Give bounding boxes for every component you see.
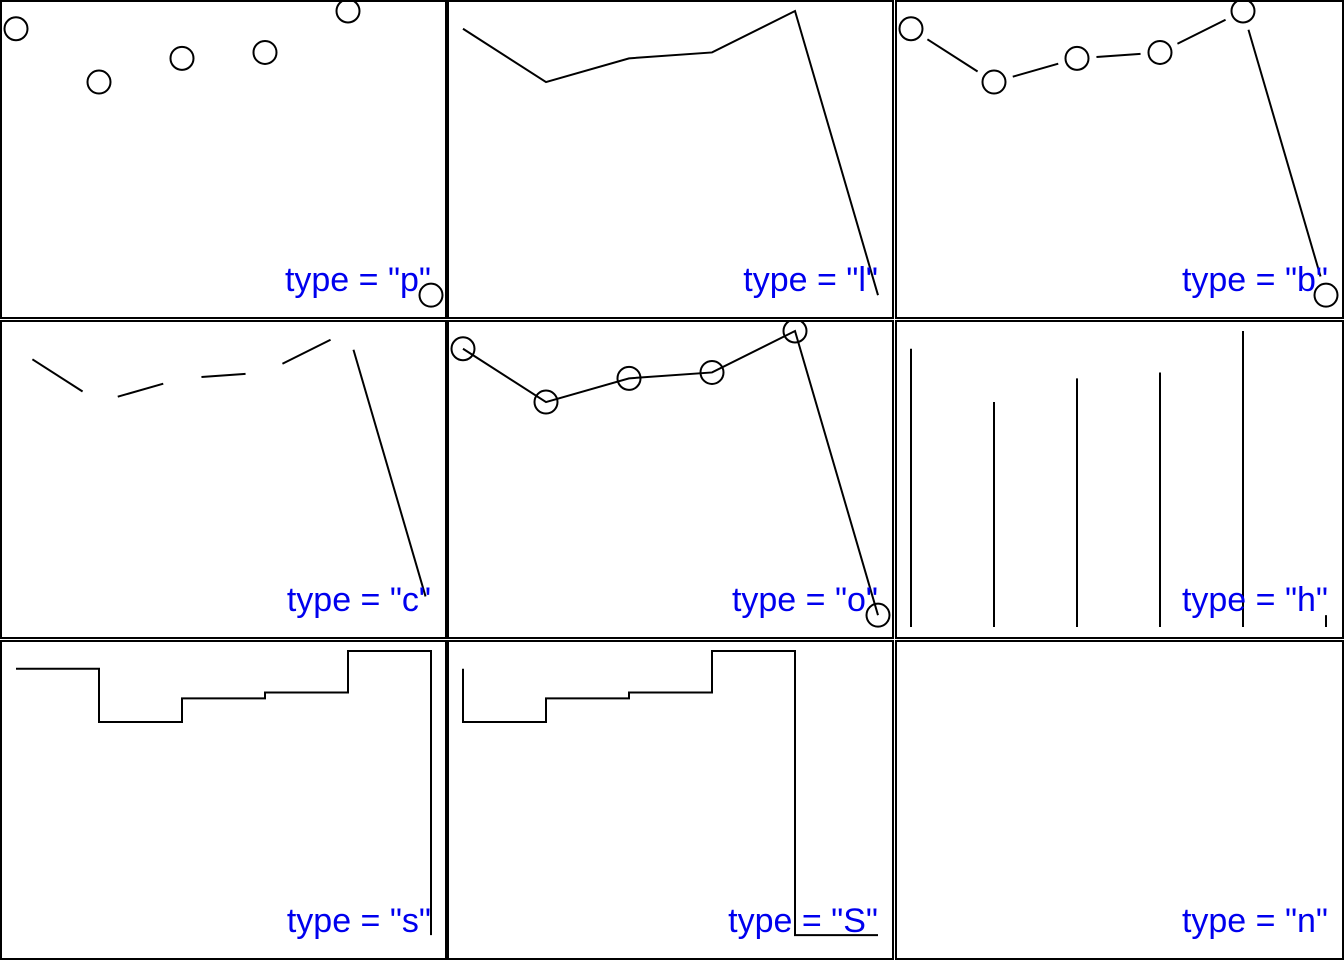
data-point [898,16,924,42]
line-segment [31,358,84,393]
line-segment [1247,29,1322,277]
line-segment [281,338,332,365]
type-label: type = "l" [743,261,878,299]
series-line [462,329,879,616]
data-point [1230,0,1256,24]
panel-type-o: type = "o" [447,320,894,639]
line-segment [926,38,979,73]
data-point [533,389,559,415]
data-point [169,45,195,71]
data-point [86,69,112,95]
data-point [418,282,444,308]
data-point [335,0,361,24]
plot-area [462,650,878,937]
line-segment [201,372,246,378]
step-line [462,650,878,937]
panel-type-S: type = "S" [447,640,894,960]
type-label: type = "b" [1181,261,1328,299]
panel-type-s: type = "s" [0,640,447,960]
series-line [462,9,879,296]
panel-type-h: type = "h" [895,320,1344,639]
data-point [1313,282,1339,308]
type-label: type = "s" [286,902,431,940]
data-point [699,359,725,385]
data-point [252,39,278,65]
panel-type-n: type = "n" [895,640,1344,960]
type-label: type = "o" [731,581,878,619]
plot-area [3,0,444,308]
data-point [981,69,1007,95]
data-point [1147,39,1173,65]
panel-type-c: type = "c" [0,320,447,639]
data-point [3,16,29,42]
line-segment [117,382,164,398]
plot-area [450,320,891,628]
type-label: type = "S" [728,902,878,940]
data-point [450,336,476,362]
plot-area [31,338,427,597]
step-line [16,650,432,936]
plot-area [910,331,1327,627]
type-label: type = "p" [284,261,431,299]
panel-type-p: type = "p" [0,0,447,319]
plot-area [462,9,879,296]
plot-area [898,0,1339,308]
line-segment [1176,18,1227,45]
data-point [782,320,808,344]
line-segment [352,349,427,597]
data-point [865,602,891,628]
type-label: type = "n" [1181,902,1328,940]
line-segment [1096,52,1141,58]
panel-type-b: type = "b" [895,0,1344,319]
line-segment [1012,62,1059,78]
data-point [616,365,642,391]
type-label: type = "h" [1181,581,1328,619]
type-label: type = "c" [286,581,431,619]
panel-type-l: type = "l" [447,0,894,319]
plot-area [16,650,432,936]
data-point [1064,45,1090,71]
